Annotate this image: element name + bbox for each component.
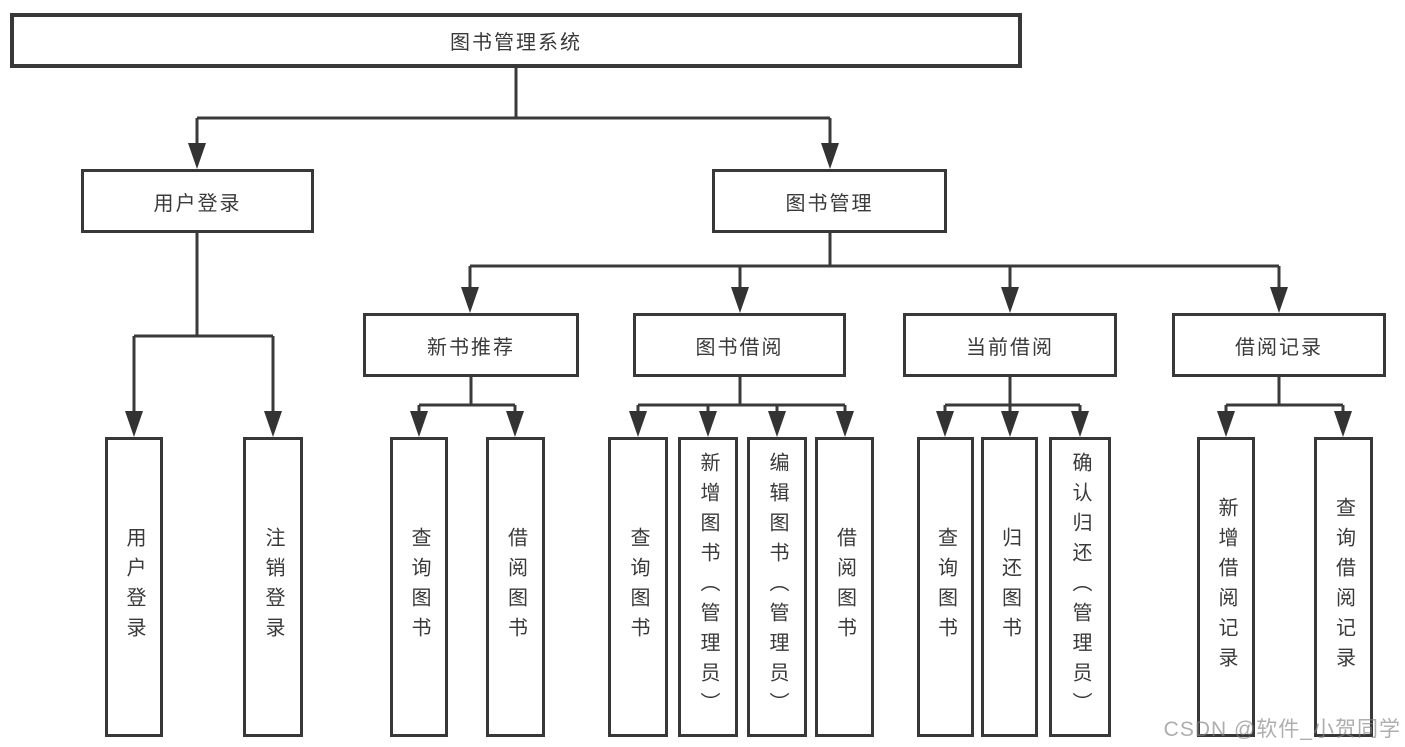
- leaf-user-login: 用户登录: [105, 437, 163, 737]
- node-user-login: 用户登录: [81, 169, 314, 233]
- leaf-query-books-current: 查询图书: [917, 437, 974, 737]
- node-label: 图书借阅: [695, 336, 784, 359]
- leaf-borrow-books: 借阅图书: [815, 437, 874, 737]
- node-label: 图书管理系统: [450, 32, 582, 54]
- node-label: 查询图书: [627, 527, 649, 647]
- node-label: 用户登录: [153, 192, 242, 215]
- node-label: 借阅图书: [833, 527, 856, 647]
- node-book-management: 图书管理: [712, 169, 947, 233]
- branch-book-mgmt: [468, 233, 1281, 291]
- leaf-logout: 注销登录: [243, 437, 303, 737]
- node-label: 归还图书: [998, 527, 1021, 647]
- branch-user-login: [132, 233, 275, 415]
- node-label: 查询图书: [408, 527, 430, 647]
- node-label: 当前借阅: [966, 336, 1054, 359]
- leaf-query-books-borrow: 查询图书: [608, 437, 668, 737]
- node-borrow-records: 借阅记录: [1172, 313, 1386, 377]
- node-label: 查询借阅记录: [1332, 497, 1355, 677]
- leaf-edit-books-admin: 编辑图书（管理员）: [747, 437, 807, 737]
- leaf-borrow-books-recommend: 借阅图书: [486, 437, 545, 737]
- arrowheads: [125, 143, 1352, 437]
- node-book-borrow: 图书借阅: [633, 313, 846, 377]
- node-label: 查询图书: [934, 527, 957, 647]
- leaf-query-borrow-record: 查询借阅记录: [1314, 437, 1373, 737]
- node-label: 图书管理: [785, 192, 874, 215]
- node-label: 注销登录: [262, 527, 284, 647]
- leaf-query-books-recommend: 查询图书: [390, 437, 448, 737]
- branch-root: [195, 68, 832, 147]
- node-label: 新增借阅记录: [1215, 497, 1237, 677]
- leaf-add-borrow-record: 新增借阅记录: [1197, 437, 1255, 737]
- node-label: 用户登录: [123, 527, 145, 647]
- node-root-system: 图书管理系统: [10, 13, 1022, 68]
- branch-level3: [417, 377, 1345, 415]
- node-label: 新书推荐: [427, 336, 515, 359]
- node-label: 编辑图书（管理员）: [766, 452, 788, 722]
- node-label: 确认归还（管理员）: [1069, 452, 1091, 722]
- leaf-add-books-admin: 新增图书（管理员）: [678, 437, 738, 737]
- watermark: CSDN @软件_小贺同学: [1163, 718, 1401, 741]
- node-new-book-recommend: 新书推荐: [363, 313, 579, 377]
- node-current-borrow: 当前借阅: [903, 313, 1117, 377]
- node-label: 新增图书（管理员）: [697, 452, 719, 722]
- node-label: 借阅图书: [504, 527, 527, 647]
- node-label: 借阅记录: [1235, 336, 1323, 359]
- leaf-confirm-return-admin: 确认归还（管理员）: [1049, 437, 1111, 737]
- leaf-return-books: 归还图书: [981, 437, 1038, 737]
